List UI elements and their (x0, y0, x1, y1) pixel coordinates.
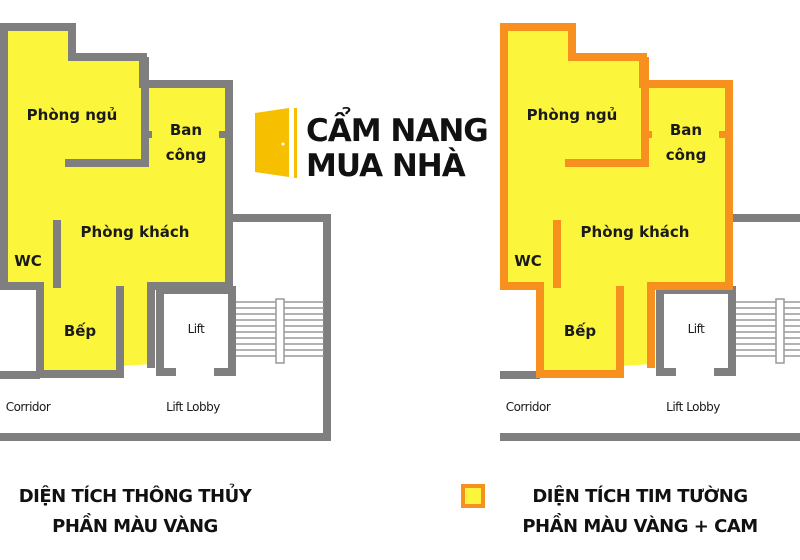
label-living: Phòng khách (581, 223, 690, 241)
label-corridor: Corridor (6, 400, 51, 414)
label-balcony_1: Ban (670, 121, 702, 139)
label-corridor: Corridor (506, 400, 551, 414)
label-kitchen: Bếp (564, 321, 597, 340)
caption-left-2: PHẦN MÀU VÀNG (52, 513, 218, 537)
label-lift: Lift (188, 322, 206, 336)
building-wall (0, 214, 331, 441)
caption-left-1: DIỆN TÍCH THÔNG THỦY (19, 483, 253, 507)
label-wc: WC (14, 252, 42, 270)
logo-line-1: CẨM NANG (306, 108, 488, 149)
label-balcony_2: công (666, 146, 707, 164)
label-bedroom: Phòng ngủ (527, 106, 618, 124)
label-lobby: Lift Lobby (666, 400, 720, 414)
door-icon (255, 108, 297, 178)
caption-right-2: PHẦN MÀU VÀNG + CAM (522, 513, 757, 537)
label-lift: Lift (688, 322, 706, 336)
balcony-door-jamb (219, 131, 226, 138)
label-balcony_2: công (166, 146, 207, 164)
label-living: Phòng khách (81, 223, 190, 241)
caption-right-1: DIỆN TÍCH TIM TƯỜNG (532, 485, 747, 507)
label-balcony_1: Ban (170, 121, 202, 139)
balcony-door-jamb (719, 131, 726, 138)
label-bedroom: Phòng ngủ (27, 106, 118, 124)
label-kitchen: Bếp (64, 321, 97, 340)
balcony-door-jamb (145, 131, 152, 138)
stair-rail (775, 298, 785, 364)
bedroom-wall (65, 57, 149, 167)
balcony-door-jamb (645, 131, 652, 138)
logo: CẨM NANG MUA NHÀ (255, 108, 489, 184)
legend-swatch (461, 484, 485, 508)
logo-line-2: MUA NHÀ (306, 148, 466, 184)
unit-wall (500, 23, 733, 378)
label-wc: WC (514, 252, 542, 270)
label-lobby: Lift Lobby (166, 400, 220, 414)
bedroom-wall (565, 57, 649, 167)
unit-wall (0, 23, 233, 378)
building-wall (500, 214, 800, 441)
stair-rail (275, 298, 285, 364)
